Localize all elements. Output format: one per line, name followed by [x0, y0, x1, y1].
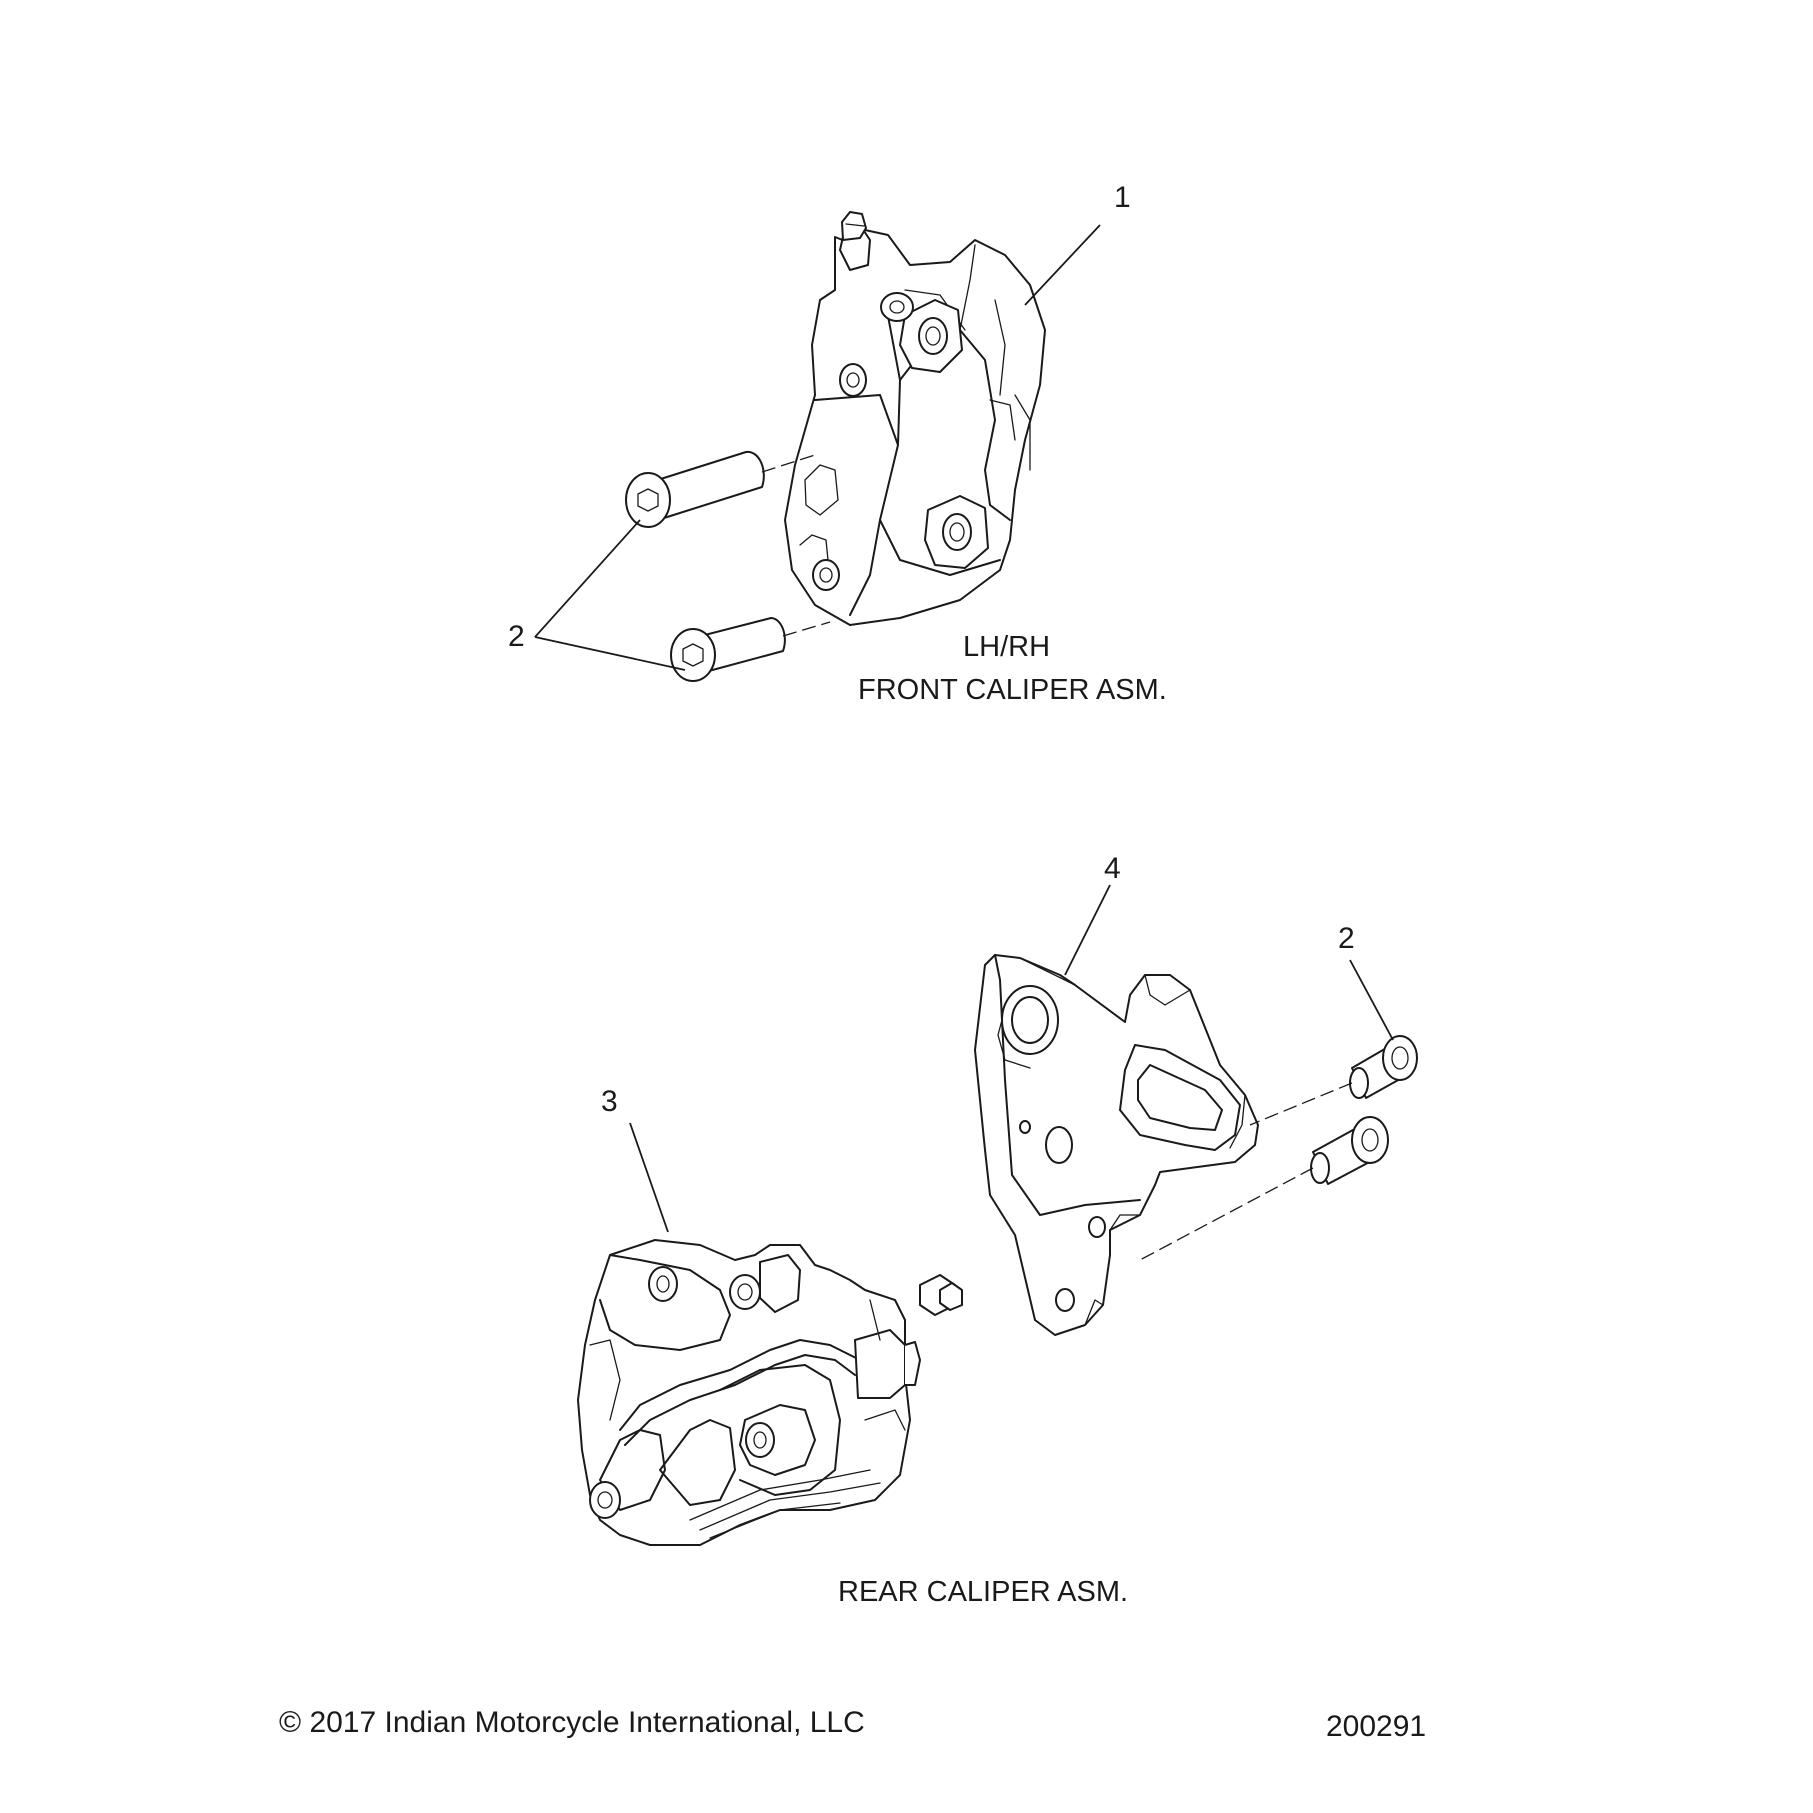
callout-4: 4	[1104, 852, 1121, 885]
rear-caliper-assembly	[577, 1239, 963, 1546]
rear-mounting-bolt-upper	[1349, 1035, 1418, 1099]
diagram-number: 200291	[1326, 1710, 1427, 1743]
callout-3: 3	[601, 1085, 618, 1118]
leader-line-2a	[534, 519, 641, 638]
front-mounting-bolt-upper	[625, 450, 765, 528]
front-caption-line1: LH/RH	[963, 631, 1051, 663]
callout-1: 1	[1114, 181, 1131, 214]
copyright-text: © 2017 Indian Motorcycle International, …	[279, 1706, 865, 1739]
leader-line-2b	[534, 636, 686, 671]
rear-caption: REAR CALIPER ASM.	[838, 1576, 1129, 1608]
rear-mounting-bolt-lower	[1310, 1116, 1389, 1185]
front-mounting-bolt-lower	[670, 617, 786, 682]
front-caption-line2: FRONT CALIPER ASM.	[858, 674, 1167, 706]
leader-line-2c	[1349, 959, 1394, 1041]
leader-line-4	[1064, 884, 1111, 976]
leader-line-3	[629, 1122, 669, 1233]
rear-caliper-bracket	[974, 954, 1259, 1336]
callout-2-front: 2	[508, 620, 525, 653]
front-caliper-assembly	[784, 211, 1046, 626]
callout-2-rear: 2	[1338, 922, 1355, 955]
leader-line-1	[1024, 224, 1101, 306]
